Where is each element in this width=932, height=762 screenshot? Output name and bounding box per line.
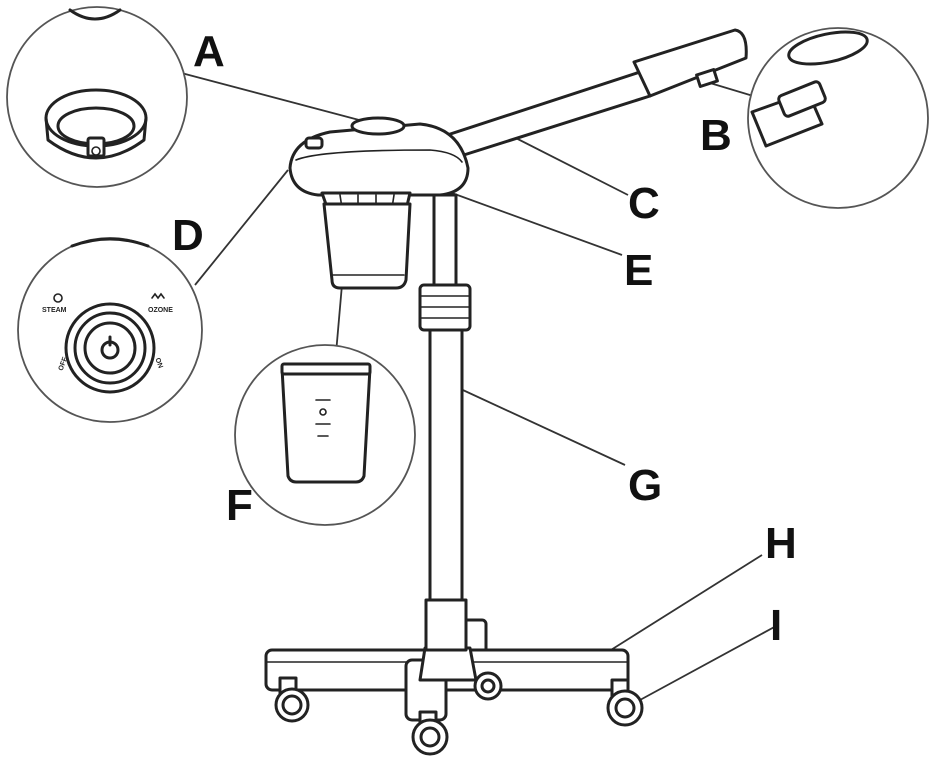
ozone-icon <box>151 292 165 300</box>
dial-ozone-label: OZONE <box>148 307 173 314</box>
leader-i <box>639 624 779 701</box>
label-d: D <box>172 211 204 260</box>
dial-steam-label: STEAM <box>42 307 67 314</box>
leader-g <box>451 384 626 466</box>
casters <box>274 671 644 756</box>
label-c: C <box>628 179 660 228</box>
label-f: F <box>226 481 253 530</box>
leader-c <box>499 129 629 196</box>
caster-right <box>606 678 644 727</box>
pole <box>418 193 472 652</box>
water-jar <box>322 202 412 290</box>
label-e: E <box>624 246 653 295</box>
steam-icon <box>53 293 63 303</box>
leader-e <box>429 184 623 256</box>
caster-front <box>411 710 449 756</box>
label-i: I <box>770 601 782 650</box>
detail-circle-d: STEAM OZONE OFF ON <box>17 237 203 423</box>
caster-rear <box>473 671 503 701</box>
label-g: G <box>628 461 662 510</box>
leader-a <box>169 69 379 126</box>
letter-labels: A B C D E F G H I <box>172 27 797 650</box>
steamer-head <box>288 116 470 212</box>
label-a: A <box>193 27 225 76</box>
label-b: B <box>700 111 732 160</box>
leader-d <box>194 169 289 286</box>
leader-h <box>594 554 763 661</box>
detail-circle-b <box>747 27 929 209</box>
dial-on-label: ON <box>154 357 164 369</box>
dial-off-label: OFF <box>58 356 70 372</box>
caster-left <box>274 676 310 723</box>
detail-circle-f <box>234 344 416 526</box>
label-h: H <box>765 519 797 568</box>
detail-circle-a <box>6 6 188 188</box>
